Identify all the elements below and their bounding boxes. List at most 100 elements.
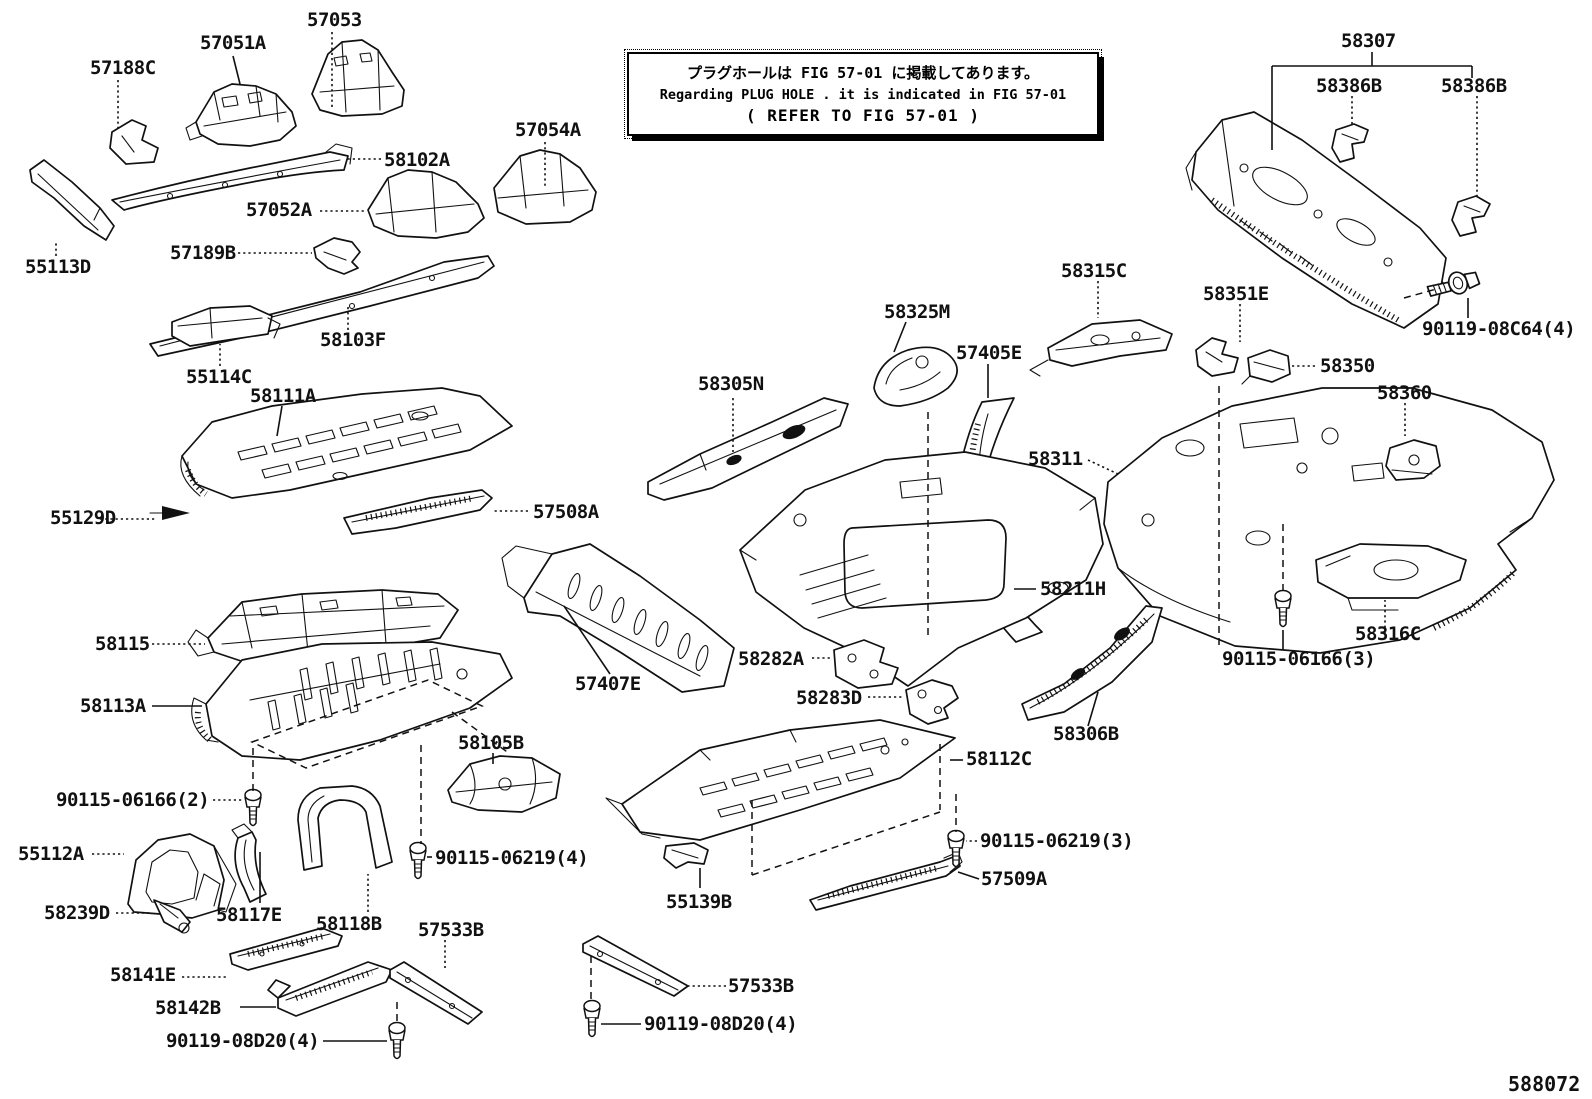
part-58102A (111, 143, 353, 211)
part-label-58117E[interactable]: 58117E (216, 904, 282, 926)
part-55129D-clip (149, 506, 190, 520)
part-label-57533B-bottom[interactable]: 57533B (728, 975, 794, 997)
part-58112C (605, 719, 956, 841)
part-label-90115-06166-3[interactable]: 90115-06166(3) (1222, 648, 1376, 670)
part-58111A (180, 387, 513, 499)
part-57508A (343, 489, 493, 535)
part-58117E (231, 823, 267, 903)
part-58360 (1385, 439, 1441, 481)
part-58311 (1103, 387, 1555, 654)
part-label-58103F[interactable]: 58103F (320, 329, 386, 351)
part-57052A (367, 169, 485, 239)
part-57053 (311, 39, 405, 117)
bolt-icon (409, 841, 427, 880)
part-label-58111A[interactable]: 58111A (250, 385, 317, 407)
part-label-58115[interactable]: 58115 (95, 633, 150, 655)
part-label-55114C[interactable]: 55114C (186, 366, 252, 388)
part-58316C (1315, 543, 1467, 611)
part-label-58360[interactable]: 58360 (1377, 382, 1432, 404)
part-label-90115-06219-4[interactable]: 90115-06219(4) (435, 847, 589, 869)
leader-lines (55, 32, 1478, 1042)
part-label-58316C[interactable]: 58316C (1355, 623, 1421, 645)
part-55114C (171, 305, 281, 347)
part-55139B (663, 842, 709, 869)
part-label-90115-06219-3[interactable]: 90115-06219(3) (980, 830, 1134, 852)
diagram-artwork (29, 39, 1555, 1060)
part-label-58311[interactable]: 58311 (1028, 448, 1083, 470)
part-label-57508A[interactable]: 57508A (533, 501, 600, 523)
part-57533B-left (389, 961, 483, 1025)
part-label-58239D[interactable]: 58239D (44, 902, 110, 924)
part-57054A (493, 149, 597, 225)
plug-hole-note-box: プラグホールは FIG 57-01 に掲載してあります。 Regarding P… (624, 49, 1102, 139)
part-label-90119-08D20-4-bottom[interactable]: 90119-08D20(4) (644, 1013, 798, 1035)
part-label-58282A[interactable]: 58282A (738, 648, 805, 670)
part-label-58283D[interactable]: 58283D (796, 687, 862, 709)
part-57051A (185, 83, 297, 147)
part-label-58141E[interactable]: 58141E (110, 964, 176, 986)
part-57407E (501, 543, 735, 693)
part-labels: 57053 57051A 57188C 57054A 58102A 57052A… (18, 9, 1576, 1052)
part-label-58350[interactable]: 58350 (1320, 355, 1375, 377)
part-label-58351E[interactable]: 58351E (1203, 283, 1269, 305)
assembly-dash-lines (250, 287, 1441, 1024)
part-57509A (809, 851, 963, 911)
part-label-57053[interactable]: 57053 (307, 9, 362, 31)
part-label-57405E[interactable]: 57405E (956, 342, 1022, 364)
part-label-58325M[interactable]: 58325M (884, 301, 950, 323)
part-label-55139B[interactable]: 55139B (666, 891, 732, 913)
part-label-58305N[interactable]: 58305N (698, 373, 764, 395)
part-label-57051A[interactable]: 57051A (200, 32, 267, 54)
part-label-57189B[interactable]: 57189B (170, 242, 236, 264)
part-58105B (447, 755, 561, 813)
part-58113A (191, 641, 513, 761)
part-label-58105B[interactable]: 58105B (458, 732, 524, 754)
part-58283D (905, 679, 959, 725)
part-label-55129D[interactable]: 55129D (50, 507, 116, 529)
part-label-58142B[interactable]: 58142B (155, 997, 221, 1019)
part-58351E (1195, 337, 1239, 377)
part-58305N (647, 397, 849, 501)
note-line-japanese: プラグホールは FIG 57-01 に掲載してあります。 (687, 64, 1039, 82)
part-55113D (29, 159, 115, 241)
part-label-57509A[interactable]: 57509A (981, 868, 1048, 890)
part-label-58306B[interactable]: 58306B (1053, 723, 1119, 745)
part-58386B-left (1331, 123, 1369, 163)
part-58325M (873, 346, 958, 407)
part-58282A (833, 639, 899, 689)
part-58118B (297, 785, 393, 871)
part-label-57052A[interactable]: 57052A (246, 199, 313, 221)
bolt-icon (388, 1021, 406, 1060)
part-label-57054A[interactable]: 57054A (515, 119, 582, 141)
part-label-58386B-right[interactable]: 58386B (1441, 75, 1507, 97)
part-label-58386B-left[interactable]: 58386B (1316, 75, 1382, 97)
part-55112A (127, 833, 237, 919)
part-label-58113A[interactable]: 58113A (80, 695, 147, 717)
part-58306B (1021, 605, 1163, 721)
part-label-57188C[interactable]: 57188C (90, 57, 156, 79)
part-label-55112A[interactable]: 55112A (18, 843, 85, 865)
part-label-55113D[interactable]: 55113D (25, 256, 91, 278)
figure-number: 588072 (1508, 1072, 1580, 1096)
part-label-58307[interactable]: 58307 (1341, 30, 1396, 52)
part-label-58112C[interactable]: 58112C (966, 748, 1032, 770)
bolt-icon (244, 788, 262, 827)
part-label-90119-08C64-4[interactable]: 90119-08C64(4) (1422, 318, 1576, 340)
part-label-90115-06166-2[interactable]: 90115-06166(2) (56, 789, 210, 811)
part-label-58118B[interactable]: 58118B (316, 913, 382, 935)
part-58142B (267, 961, 393, 1017)
part-58386B-right (1451, 195, 1491, 237)
part-label-58315C[interactable]: 58315C (1061, 260, 1127, 282)
part-label-58211H[interactable]: 58211H (1040, 578, 1106, 600)
part-label-57533B-left[interactable]: 57533B (418, 919, 484, 941)
part-label-57407E[interactable]: 57407E (575, 673, 641, 695)
part-label-58102A[interactable]: 58102A (384, 149, 451, 171)
part-57189B (313, 237, 361, 275)
note-line-refer: ( REFER TO FIG 57-01 ) (746, 106, 980, 125)
part-58315C (1029, 319, 1173, 377)
part-57533B-bottom (582, 935, 689, 997)
part-58239D (153, 899, 191, 934)
part-label-90119-08D20-4-left[interactable]: 90119-08D20(4) (166, 1030, 320, 1052)
